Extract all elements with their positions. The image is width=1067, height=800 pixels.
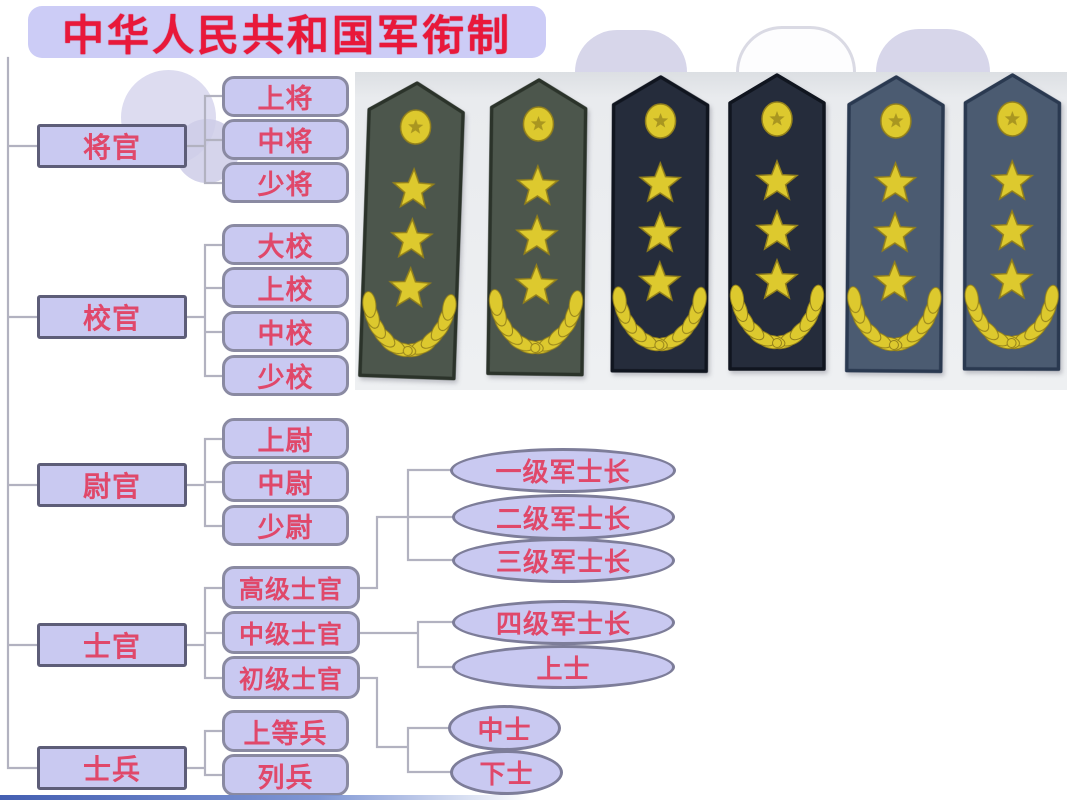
rank-master-sergeant-class-1: 一级军士长 xyxy=(450,448,676,493)
bottom-accent-bar xyxy=(0,795,530,800)
rank-stars-icon xyxy=(514,163,560,305)
shoulder-board-air-force xyxy=(844,75,945,374)
rank-first-lieutenant: 中尉 xyxy=(222,461,349,502)
shoulder-board-navy xyxy=(728,73,826,371)
rank-colonel: 上校 xyxy=(222,267,349,308)
rank-lieutenant-general: 中将 xyxy=(222,119,349,160)
cloud-arc xyxy=(575,30,687,72)
board-button-icon xyxy=(399,109,432,145)
category-company-officers: 尉官 xyxy=(37,463,187,507)
wreath-icon xyxy=(847,286,942,352)
shoulder-board-navy xyxy=(610,75,710,373)
category-enlisted: 士兵 xyxy=(37,746,187,790)
cloud-arc xyxy=(736,26,856,72)
category-generals: 将官 xyxy=(37,124,187,168)
board-button-icon xyxy=(761,101,793,137)
rank-lieutenant-colonel: 中校 xyxy=(222,311,349,352)
rank-major: 少校 xyxy=(222,355,349,396)
insignia-photo-panel xyxy=(355,72,1067,390)
shoulder-board-air-force xyxy=(962,73,1062,371)
board-button-icon xyxy=(644,103,677,139)
rank-master-sergeant-class-4: 四级军士长 xyxy=(452,600,675,645)
rank-private-first-class: 上等兵 xyxy=(222,710,349,752)
rank-intermediate-nco: 中级士官 xyxy=(222,611,360,654)
rank-senior-nco: 高级士官 xyxy=(222,566,360,609)
cloud-arc xyxy=(876,29,990,72)
rank-second-lieutenant: 少尉 xyxy=(222,505,349,546)
board-button-icon xyxy=(522,106,555,142)
rank-general: 上将 xyxy=(222,76,349,117)
rank-master-sergeant-class-2: 二级军士长 xyxy=(452,494,675,540)
rank-stars-icon xyxy=(637,160,683,302)
rank-senior-colonel: 大校 xyxy=(222,224,349,265)
wreath-icon xyxy=(488,289,584,355)
rank-stars-icon xyxy=(872,160,918,302)
shoulder-board-army xyxy=(486,78,588,377)
rank-corporal: 下士 xyxy=(450,750,563,795)
rank-captain: 上尉 xyxy=(222,418,349,459)
rank-stars-icon xyxy=(989,158,1035,300)
rank-major-general: 少将 xyxy=(222,162,349,203)
category-ncos: 士官 xyxy=(37,623,187,667)
rank-sergeant-first-class: 上士 xyxy=(452,645,675,689)
wreath-icon xyxy=(612,286,707,352)
wreath-icon xyxy=(964,284,1059,350)
rank-master-sergeant-class-3: 三级军士长 xyxy=(452,538,675,583)
page-title: 中华人民共和国军衔制 xyxy=(28,6,546,60)
shoulder-board-army xyxy=(358,81,465,381)
rank-stars-icon xyxy=(755,158,799,300)
rank-private: 列兵 xyxy=(222,754,349,796)
board-button-icon xyxy=(880,103,912,139)
category-field-officers: 校官 xyxy=(37,295,187,339)
rank-junior-nco: 初级士官 xyxy=(222,656,360,699)
rank-sergeant: 中士 xyxy=(448,705,561,751)
board-button-icon xyxy=(996,101,1029,137)
wreath-icon xyxy=(729,284,825,350)
